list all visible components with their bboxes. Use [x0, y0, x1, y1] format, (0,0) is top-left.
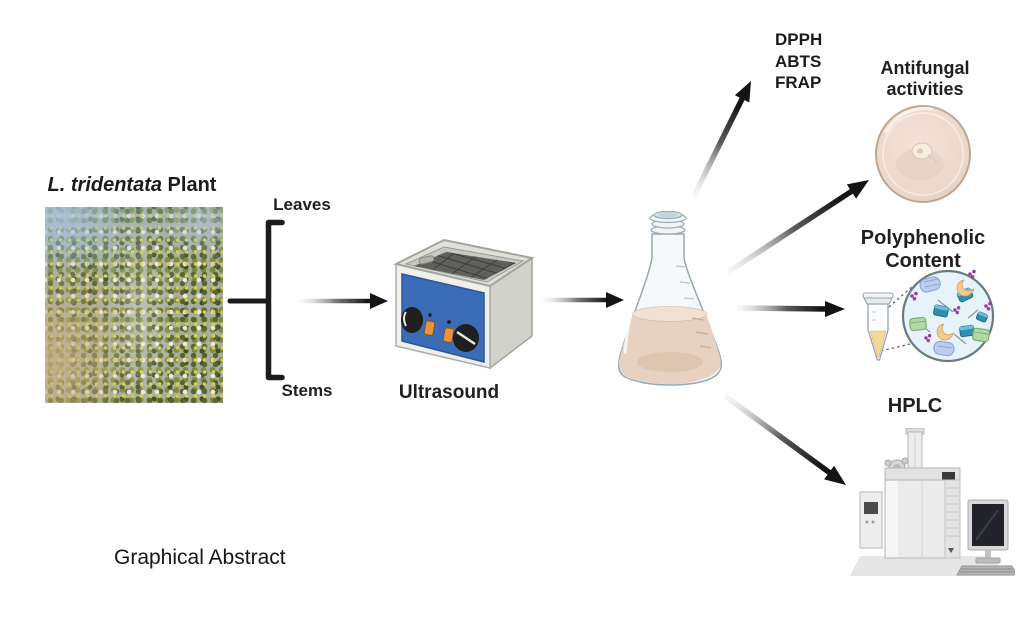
magnifier-callout-lines	[880, 284, 915, 352]
polyphenolic-label: Polyphenolic Content	[860, 227, 986, 272]
ultrasound-bath-illustration	[393, 238, 534, 370]
erlenmeyer-flask-illustration	[617, 210, 723, 386]
leaves-stems-bracket	[265, 219, 285, 381]
plant-title: L. tridentata Plant	[32, 174, 232, 197]
assay-frap: FRAP	[775, 73, 822, 92]
plant-photo	[45, 207, 223, 403]
ultrasound-toggle-1	[423, 320, 436, 336]
arrow-flask-to-antifungal	[726, 180, 869, 275]
tube-liquid	[869, 330, 887, 358]
arrow-bracket-to-ultrasound	[299, 293, 388, 309]
plant-title-rest: Plant	[162, 174, 217, 196]
antioxidant-assays-list: DPPH ABTS FRAP	[775, 29, 822, 94]
hplc-instrument-illustration	[850, 428, 1015, 576]
arrow-flask-to-hplc	[723, 393, 846, 485]
hplc-label: HPLC	[887, 395, 943, 417]
molecule-magnifier-illustration	[901, 269, 995, 363]
hplc-keyboard	[956, 565, 1015, 576]
hplc-monitor	[967, 499, 1009, 564]
petri-dish-illustration	[875, 105, 971, 203]
assay-dpph: DPPH	[775, 30, 823, 49]
molecule-blue-ring	[919, 276, 955, 357]
leaves-label: Leaves	[273, 195, 331, 214]
ultrasound-toggle-2	[442, 327, 455, 343]
figure-caption: Graphical Abstract	[114, 546, 286, 569]
arrow-flask-to-polyphenolic	[736, 301, 845, 317]
stems-label: Stems	[281, 381, 333, 400]
ultrasound-knob-left	[401, 307, 423, 333]
molecule-green-cuboids	[909, 316, 990, 343]
plant-title-species: L. tridentata	[47, 174, 162, 196]
molecule-orange-crescents	[936, 279, 974, 341]
assay-abts: ABTS	[775, 51, 822, 71]
arrow-flask-to-assays	[691, 81, 751, 198]
microtube-illustration	[862, 292, 894, 361]
ultrasound-label: Ultrasound	[398, 382, 500, 403]
antifungal-label: Antifungal activities	[880, 58, 970, 99]
arrow-ultrasound-to-flask	[543, 292, 624, 308]
molecule-purple-fragments	[910, 269, 992, 343]
